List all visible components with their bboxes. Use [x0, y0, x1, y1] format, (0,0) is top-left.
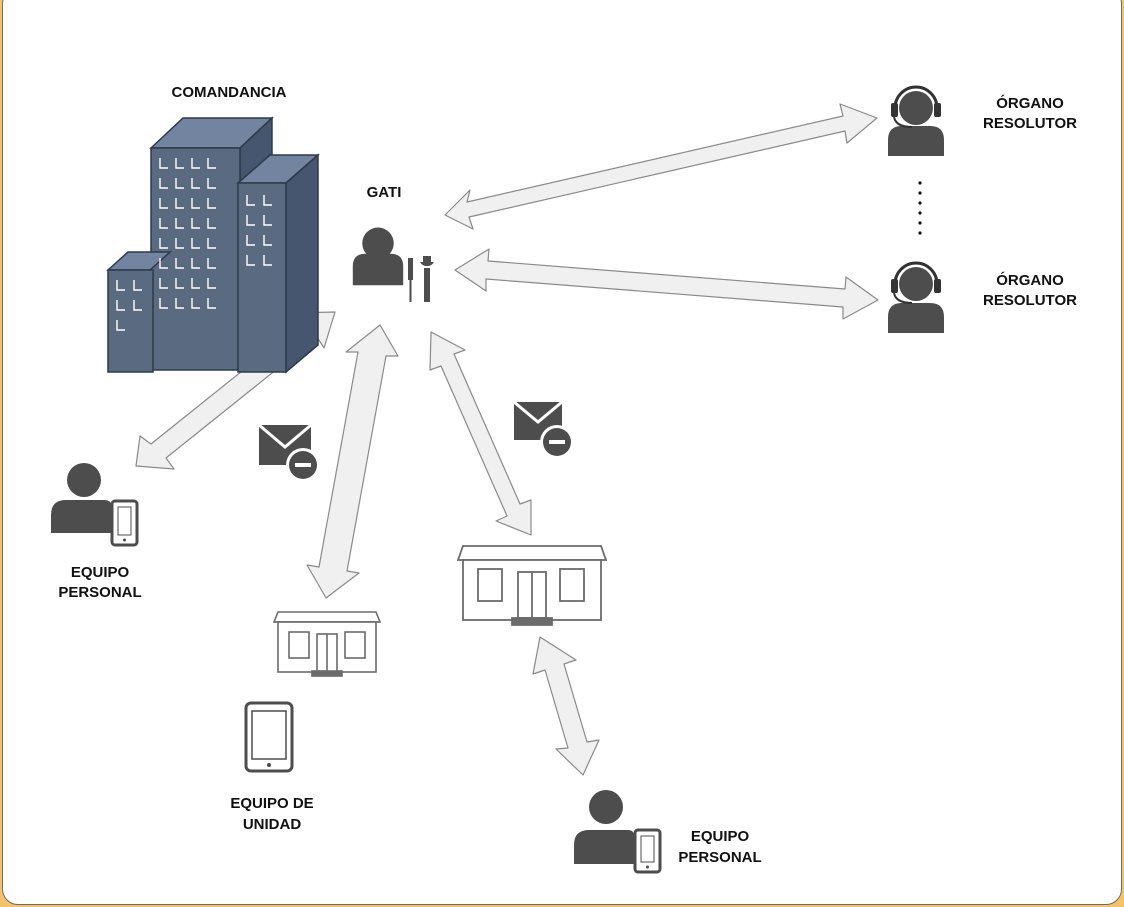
equipo-unidad-line-1: EQUIPO DE [230, 795, 313, 812]
ellipsis-dots [918, 181, 922, 235]
gati-label: GATI [367, 184, 402, 201]
arrow-gati-store-right [429, 331, 532, 536]
person-phone-icon [574, 790, 662, 874]
tablet-icon [244, 701, 294, 773]
equipo-personal-1-line-2: PERSONAL [58, 584, 141, 601]
comandancia-label: COMANDANCIA [172, 84, 287, 101]
building-windows [116, 158, 272, 331]
person-phone-icon [51, 463, 139, 547]
equipo-unidad-line-2: UNIDAD [243, 816, 301, 833]
arrows [135, 103, 879, 776]
store-icon-large [456, 545, 608, 626]
organo-1-line-1: ÓRGANO [996, 94, 1064, 112]
building-icon [106, 116, 320, 374]
person-tools-icon [352, 227, 434, 302]
mail-minus-icon [258, 423, 320, 482]
gati-node: GATI [352, 184, 434, 302]
equipo-personal-2-line-2: PERSONAL [678, 849, 761, 866]
headset-person-icon [888, 85, 944, 156]
equipo-personal-2-line-1: EQUIPO [691, 828, 750, 845]
organo-2-line-2: RESOLUTOR [983, 292, 1077, 309]
mail-minus-icon [513, 400, 574, 459]
store-icon-small [272, 611, 382, 677]
organo-resolutor-1: ÓRGANO RESOLUTOR [888, 85, 1077, 156]
equipo-personal-1-line-1: EQUIPO [71, 564, 130, 581]
arrow-gati-organo-2 [454, 248, 879, 320]
organo-1-line-2: RESOLUTOR [983, 115, 1077, 132]
equipo-personal-1: EQUIPO PERSONAL [51, 463, 142, 601]
arrow-gati-equipo-unidad [306, 324, 399, 599]
headset-person-icon [888, 261, 944, 333]
organo-resolutor-2: ÓRGANO RESOLUTOR [888, 261, 1077, 333]
organo-2-line-1: ÓRGANO [996, 271, 1064, 289]
arrow-gati-organo-1 [444, 103, 878, 230]
arrow-store-equipo-personal-2 [532, 636, 600, 776]
equipo-personal-2: EQUIPO PERSONAL [574, 790, 762, 874]
